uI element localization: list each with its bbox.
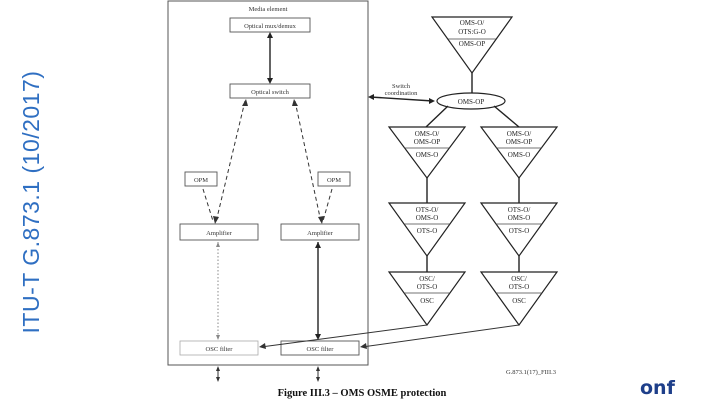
top-trail-triangle — [430, 16, 514, 75]
osc-filter-right-box — [280, 340, 360, 356]
osc-filter-left-label: OSC filter — [206, 346, 234, 353]
right-tri-2-l3: OTS-O — [509, 227, 530, 235]
top-tri-line1: OMS-O/ — [460, 19, 485, 27]
right-tri-2-l2: OMS-O — [508, 214, 531, 222]
right-osc-link — [361, 324, 520, 348]
optical-switch-box — [229, 83, 311, 99]
arrow-icon — [360, 343, 367, 349]
left-osc-link — [260, 324, 428, 348]
opm-left-label: OPM — [194, 177, 208, 184]
opm-left-box — [184, 171, 218, 187]
left-tri-1 — [387, 126, 467, 180]
arrow-icon — [216, 335, 220, 340]
arrow-icon — [213, 216, 219, 224]
top-tri-line3: OMS-OP — [459, 40, 486, 48]
right-tri-3-l3: OSC — [512, 297, 526, 305]
left-tri-3-l1: OSC/ — [419, 275, 435, 283]
left-tri-1-l2: OMS-OP — [414, 138, 441, 146]
arrow-down-icon — [267, 78, 273, 84]
left-tri-3-l3: OSC — [420, 297, 434, 305]
amplifier-right-box — [280, 223, 360, 241]
right-tri-3-l2: OTS-O — [509, 283, 530, 291]
switch-coordination-label-1: Switch — [392, 83, 411, 90]
opm-right-label: OPM — [327, 177, 341, 184]
oms-op-label: OMS-OP — [458, 98, 485, 106]
switch-coordination-label-2: coordination — [385, 90, 419, 97]
arrow-icon — [315, 334, 321, 340]
osc-filter-right-label: OSC filter — [307, 346, 335, 353]
opm-left-link — [202, 188, 214, 222]
right-tri-1-l3: OMS-O — [508, 151, 531, 159]
arrow-right-icon — [429, 98, 435, 104]
right-tri-1-l1: OMS-O/ — [507, 130, 532, 138]
right-tri-1 — [479, 126, 559, 180]
osc-filter-left-box — [179, 340, 259, 356]
arrow-left-icon — [368, 94, 374, 100]
arrow-icon — [216, 242, 220, 247]
left-tri-2-l1: OTS-O/ — [416, 206, 439, 214]
amplifier-left-box — [179, 223, 259, 241]
opm-right-link — [322, 188, 333, 222]
top-tri-line2: OTS:G-O — [458, 28, 486, 36]
left-tri-3 — [387, 271, 467, 327]
optical-switch-label: Optical switch — [251, 89, 289, 96]
arrow-icon — [259, 343, 266, 349]
oms-op-connection — [436, 92, 506, 110]
arrow-icon — [242, 99, 248, 106]
right-tri-3-l1: OSC/ — [511, 275, 527, 283]
switch-coordination-link — [369, 96, 434, 102]
left-tri-2-l2: OMS-O — [416, 214, 439, 222]
left-tri-2 — [387, 202, 467, 258]
figure-caption: Figure III.3 – OMS OSME protection — [277, 388, 447, 399]
amplifier-right-label: Amplifier — [307, 230, 333, 237]
right-tri-2 — [479, 202, 559, 258]
arrow-up-icon — [267, 32, 273, 38]
right-tri-3 — [479, 271, 559, 327]
right-tri-1-l2: OMS-OP — [506, 138, 533, 146]
arrow-icon — [216, 377, 220, 382]
media-element-label: Media element — [249, 6, 288, 13]
oms-op-right-branch — [493, 105, 520, 128]
amplifier-left-label: Amplifier — [206, 230, 232, 237]
optical-mux-label: Optical mux/demux — [244, 23, 297, 30]
left-tri-1-l3: OMS-O — [416, 151, 439, 159]
figure-id: G.873.1(17)_FIII.3 — [506, 369, 556, 376]
arrow-icon — [292, 99, 298, 106]
right-tri-2-l1: OTS-O/ — [508, 206, 531, 214]
opm-right-box — [317, 171, 351, 187]
arrow-icon — [315, 242, 321, 248]
left-tri-3-l2: OTS-O — [417, 283, 438, 291]
arrow-icon — [316, 377, 320, 382]
arrow-icon — [316, 366, 320, 371]
arrow-icon — [216, 366, 220, 371]
left-tri-1-l1: OMS-O/ — [415, 130, 440, 138]
arrow-icon — [318, 216, 324, 224]
oms-op-left-branch — [425, 105, 449, 128]
onf-logo: onf — [640, 377, 675, 399]
left-tri-2-l3: OTS-O — [417, 227, 438, 235]
